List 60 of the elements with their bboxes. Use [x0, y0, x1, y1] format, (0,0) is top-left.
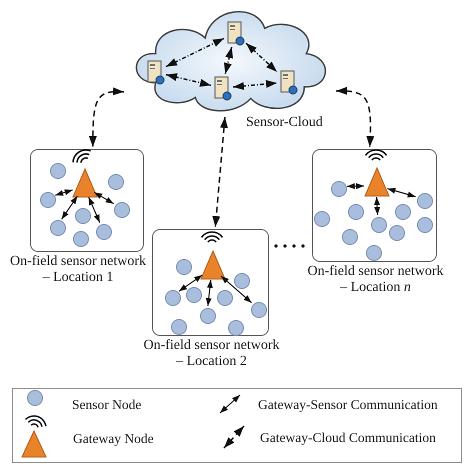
- arrow: [220, 276, 252, 304]
- gateway-node: [73, 169, 97, 197]
- sensor-node: [234, 273, 250, 289]
- arrow: [212, 116, 228, 228]
- legend-label: Sensor Node: [72, 397, 142, 413]
- sensor-node: [217, 290, 233, 306]
- arrow: [246, 42, 278, 72]
- gateway-node: [201, 251, 225, 279]
- arrow: [178, 274, 203, 292]
- arrow: [94, 192, 114, 204]
- server-icon: [226, 21, 244, 45]
- sensor-node: [314, 211, 330, 227]
- legend-label: Gateway Node: [73, 431, 154, 447]
- arrow: [88, 196, 100, 223]
- sensor-node: [96, 224, 112, 240]
- cloud-label: Sensor-Cloud: [246, 115, 323, 131]
- arrow: [166, 38, 224, 68]
- sensor-node: [186, 287, 202, 303]
- sensor-node: [348, 204, 364, 220]
- sensor-node: [200, 308, 216, 324]
- network-caption: On-field sensor network – Location 1: [8, 254, 148, 286]
- arrow: [346, 183, 364, 190]
- sensor-node: [417, 217, 433, 233]
- network-caption: On-field sensor network – Location n: [306, 264, 445, 296]
- sensor-node: [73, 231, 89, 247]
- sensor-node: [417, 193, 433, 209]
- sensor-node: [50, 220, 66, 236]
- sensor-node: [342, 229, 358, 245]
- arrow: [232, 80, 278, 90]
- network-caption: On-field sensor network – Location 2: [142, 338, 281, 370]
- sensor-node: [366, 245, 382, 261]
- arrow: [55, 189, 73, 196]
- arrow: [224, 46, 234, 74]
- arrow: [88, 87, 124, 147]
- server-icon: [279, 70, 297, 94]
- sensor-node: [228, 320, 244, 336]
- sensor-node: [389, 225, 405, 241]
- sensor-node: [171, 319, 187, 335]
- server-icon: [146, 60, 164, 84]
- sensor-node: [114, 202, 130, 218]
- sensor-node: [108, 174, 124, 190]
- sensor-node: [50, 163, 66, 179]
- sensor-node: [331, 181, 347, 197]
- arrow: [374, 196, 380, 216]
- sensor-node: [165, 290, 181, 306]
- arrow: [336, 86, 374, 148]
- sensor-node: [75, 208, 91, 224]
- sensor-node: [176, 259, 192, 275]
- sensor-node: [395, 204, 411, 220]
- server-icon: [213, 76, 231, 100]
- legend-label: Gateway-Sensor Communication: [258, 397, 438, 413]
- gateway-node: [365, 168, 389, 196]
- arrow: [206, 280, 213, 306]
- legend-label: Gateway-Cloud Communication: [260, 430, 436, 446]
- sensor-node: [251, 302, 267, 318]
- sensor-node: [371, 217, 387, 233]
- sensor-node: [40, 192, 56, 208]
- arrow: [166, 73, 212, 87]
- arrow: [61, 196, 78, 220]
- arrow: [387, 188, 416, 198]
